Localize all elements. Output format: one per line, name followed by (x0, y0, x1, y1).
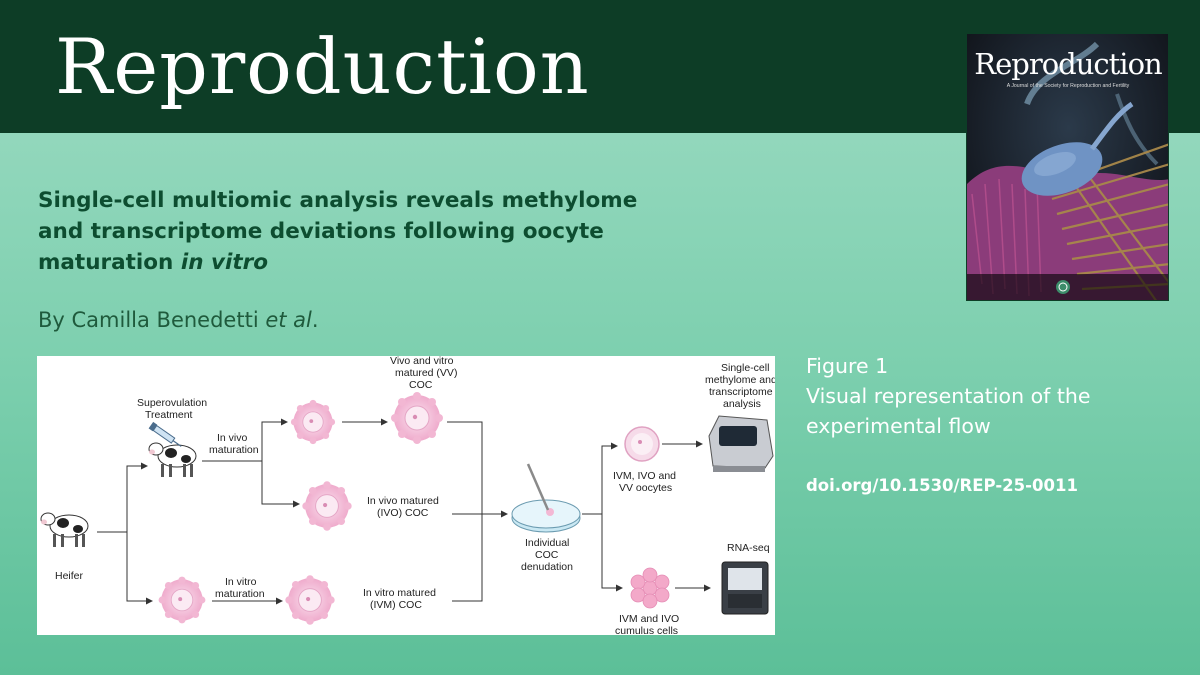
label-denudation-3: denudation (521, 561, 573, 573)
coc-ivm-icon (284, 574, 336, 626)
label-oocytes-2: VV oocytes (619, 482, 672, 494)
cover-journal-title: Reproduction (974, 47, 1162, 81)
label-in-vitro-2: maturation (215, 588, 265, 600)
label-single-cell-1: Single-cell (721, 362, 769, 374)
label-heifer: Heifer (55, 570, 84, 582)
label-ivm-2: (IVM) COC (370, 599, 422, 611)
heifer-icon (40, 512, 89, 548)
superovulated-cow-icon (148, 442, 197, 478)
doi-link[interactable]: doi.org/10.1530/REP-25-0011 (806, 476, 1078, 495)
figure-label: Figure 1 (806, 354, 889, 378)
label-ivm-1: In vitro matured (363, 587, 436, 599)
journal-title: Reproduction (55, 22, 590, 111)
society-logo-icon (1056, 280, 1070, 294)
byline-suffix: . (311, 308, 319, 332)
label-denudation-1: Individual (525, 537, 569, 549)
label-ivo-2: (IVO) COC (377, 507, 429, 519)
label-vv-2: matured (VV) (395, 367, 457, 379)
coc-immature-vivo-icon (290, 399, 336, 445)
label-in-vivo-2: maturation (209, 444, 259, 456)
journal-cover-image: Reproduction A Journal of the Society fo… (966, 33, 1169, 301)
label-denudation-2: COC (535, 549, 559, 561)
rnaseq-sequencer-icon (721, 561, 769, 615)
label-oocytes-1: IVM, IVO and (613, 470, 676, 482)
label-cumulus-2: cumulus cells (615, 625, 678, 635)
figure-caption-block: Figure 1 Visual representation of the ex… (806, 351, 1186, 441)
single-cell-sequencer-icon (708, 415, 774, 472)
figure-caption: Visual representation of the experimenta… (806, 384, 1091, 438)
article-byline: By Camilla Benedetti et al. (38, 308, 319, 332)
article-title-italic: in vitro (180, 250, 269, 275)
label-vv-1: Vivo and vitro (390, 356, 454, 367)
coc-vv-icon (390, 391, 444, 445)
cover-subtitle: A Journal of the Society for Reproductio… (1007, 83, 1130, 89)
byline-prefix: By Camilla Benedetti (38, 308, 266, 332)
petri-dish-icon (511, 463, 581, 533)
label-superovulation-2: Treatment (145, 409, 193, 421)
label-single-cell-4: analysis (723, 398, 761, 410)
label-in-vitro-1: In vitro (225, 576, 257, 588)
article-title-main: Single-cell multiomic analysis reveals m… (38, 188, 638, 275)
cumulus-cells-icon (630, 567, 670, 609)
label-cumulus-1: IVM and IVO (619, 613, 679, 625)
coc-ivo-icon (301, 480, 353, 532)
byline-italic: et al (265, 308, 312, 332)
syringe-icon (148, 421, 182, 447)
label-rnaseq: RNA-seq (727, 542, 770, 554)
figure-diagram: Heifer Superovulation Treatment In vivo … (37, 356, 775, 635)
denuded-oocyte-icon (624, 426, 660, 462)
label-in-vivo-1: In vivo (217, 432, 248, 444)
label-single-cell-2: methylome and (705, 374, 775, 386)
label-single-cell-3: transcriptome (709, 386, 773, 398)
label-superovulation-1: Superovulation (137, 397, 207, 409)
label-ivo-1: In vivo matured (367, 495, 439, 507)
label-vv-3: COC (409, 379, 433, 391)
coc-immature-vitro-icon (158, 576, 206, 624)
article-title: Single-cell multiomic analysis reveals m… (38, 185, 658, 278)
